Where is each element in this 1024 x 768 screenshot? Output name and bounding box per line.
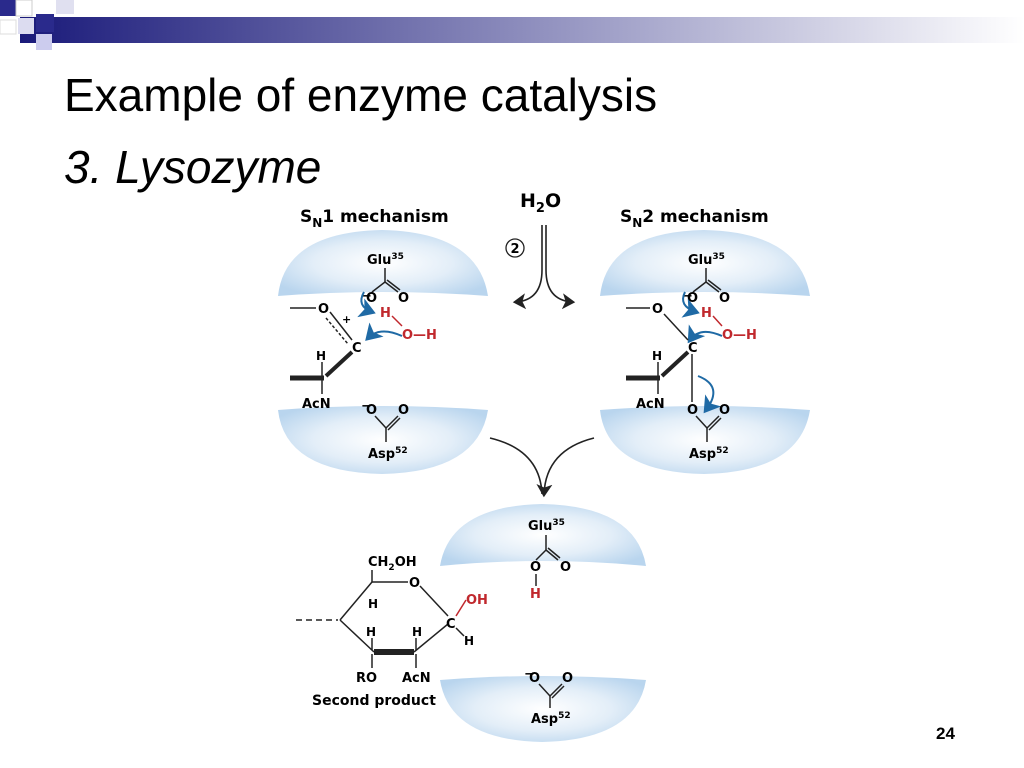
sn1-asp-o1: O [366, 403, 377, 418]
product-panel: Glu35 O O H CH2OH O H C OH H H H RO AcN … [296, 504, 646, 742]
step-number: 2 [510, 242, 519, 257]
deco-square [56, 0, 74, 14]
product-lower-pocket [440, 676, 646, 742]
product-glu-label: Glu35 [528, 518, 565, 534]
product-ring-o: O [409, 576, 420, 591]
sn1-lower-pocket [278, 406, 488, 474]
sn1-acn: AcN [302, 397, 331, 412]
deco-square [0, 19, 17, 35]
deco-square [0, 0, 16, 16]
slide-subtitle: 3. Lysozyme [64, 141, 322, 193]
sn2-electron-arrow-2 [687, 324, 723, 344]
sn1-heading: SN1 mechanism [300, 207, 449, 230]
product-h3: H [412, 625, 422, 639]
sn1-asp-o2: O [398, 403, 409, 418]
sn2-h: H [652, 349, 662, 363]
sn1-glu-label: Glu35 [367, 252, 404, 268]
product-upper-pocket [440, 504, 646, 566]
sn2-asp-arrow [697, 375, 722, 414]
sn2-red-oh: O—H [722, 328, 757, 343]
product-h4: H [464, 634, 474, 648]
sn2-glu-o1: O [687, 291, 698, 306]
product-h2: H [366, 625, 376, 639]
merge-arrow-left [489, 437, 543, 495]
product-glu-o2: O [560, 560, 571, 575]
product-ch2oh: CH2OH [368, 555, 417, 573]
sn1-ring-o: O [318, 302, 329, 317]
deco-square [15, 0, 33, 17]
product-asp-label: Asp52 [531, 711, 571, 727]
sn2-glu-label: Glu35 [688, 252, 725, 268]
sn2-red-h: H [701, 306, 712, 321]
water-label: H2O [520, 190, 561, 216]
page-number: 24 [936, 724, 955, 743]
sn2-asp-o1: O [687, 403, 698, 418]
title-gradient-bar [20, 17, 1024, 43]
slide-title: Example of enzyme catalysis [64, 69, 658, 121]
product-carbon: C [446, 617, 456, 632]
sn1-glu-o1: O [366, 291, 377, 306]
product-asp-minus: − [524, 667, 535, 682]
sn2-heading: SN2 mechanism [620, 207, 769, 230]
sn1-upper-pocket [278, 230, 488, 296]
sn1-glu-o2: O [398, 291, 409, 306]
sn1-panel: SN1 mechanism Glu35 − O O H O—H O + C H … [278, 207, 488, 474]
sn2-carbon: C [688, 341, 698, 356]
sn1-plus: + [342, 313, 351, 326]
step-circle [505, 238, 525, 258]
deco-square [18, 18, 34, 34]
sn1-red-oh: O—H [402, 328, 437, 343]
sn1-electron-arrow [357, 291, 376, 318]
sn2-glu-minus: − [682, 289, 693, 304]
sn1-asp-minus: − [361, 399, 372, 414]
product-ro: RO [356, 671, 377, 686]
split-arrow-left [512, 225, 543, 310]
sn2-lower-pocket [600, 406, 810, 474]
product-glu-o1: O [530, 560, 541, 575]
deco-square [36, 34, 52, 50]
sn2-glu-o2: O [719, 291, 730, 306]
deco-square [36, 14, 54, 32]
sn2-asp-label: Asp52 [689, 446, 729, 462]
product-red-h: H [530, 587, 541, 602]
split-arrow-right [545, 225, 576, 310]
product-asp-o1: O [529, 671, 540, 686]
title-decoration [0, 0, 1024, 50]
product-acn: AcN [402, 671, 431, 686]
sn2-ring-o: O [652, 302, 663, 317]
sn1-red-h: H [380, 306, 391, 321]
sn2-panel: SN2 mechanism Glu35 − O O H O—H O C H Ac… [600, 207, 810, 474]
sn1-glu-minus: − [361, 289, 372, 304]
sn1-electron-arrow-2 [365, 322, 403, 341]
product-h1: H [368, 597, 378, 611]
sn1-asp-label: Asp52 [368, 446, 408, 462]
product-caption: Second product [312, 693, 436, 709]
sn2-asp-o2: O [719, 403, 730, 418]
sn2-acn: AcN [636, 397, 665, 412]
sn2-upper-pocket [600, 230, 810, 296]
product-asp-o2: O [562, 671, 573, 686]
sn1-h: H [316, 349, 326, 363]
merge-arrow-right [536, 437, 595, 498]
product-red-oh: OH [466, 593, 488, 608]
sn1-carbon: C [352, 341, 362, 356]
sn2-electron-arrow [681, 291, 700, 318]
